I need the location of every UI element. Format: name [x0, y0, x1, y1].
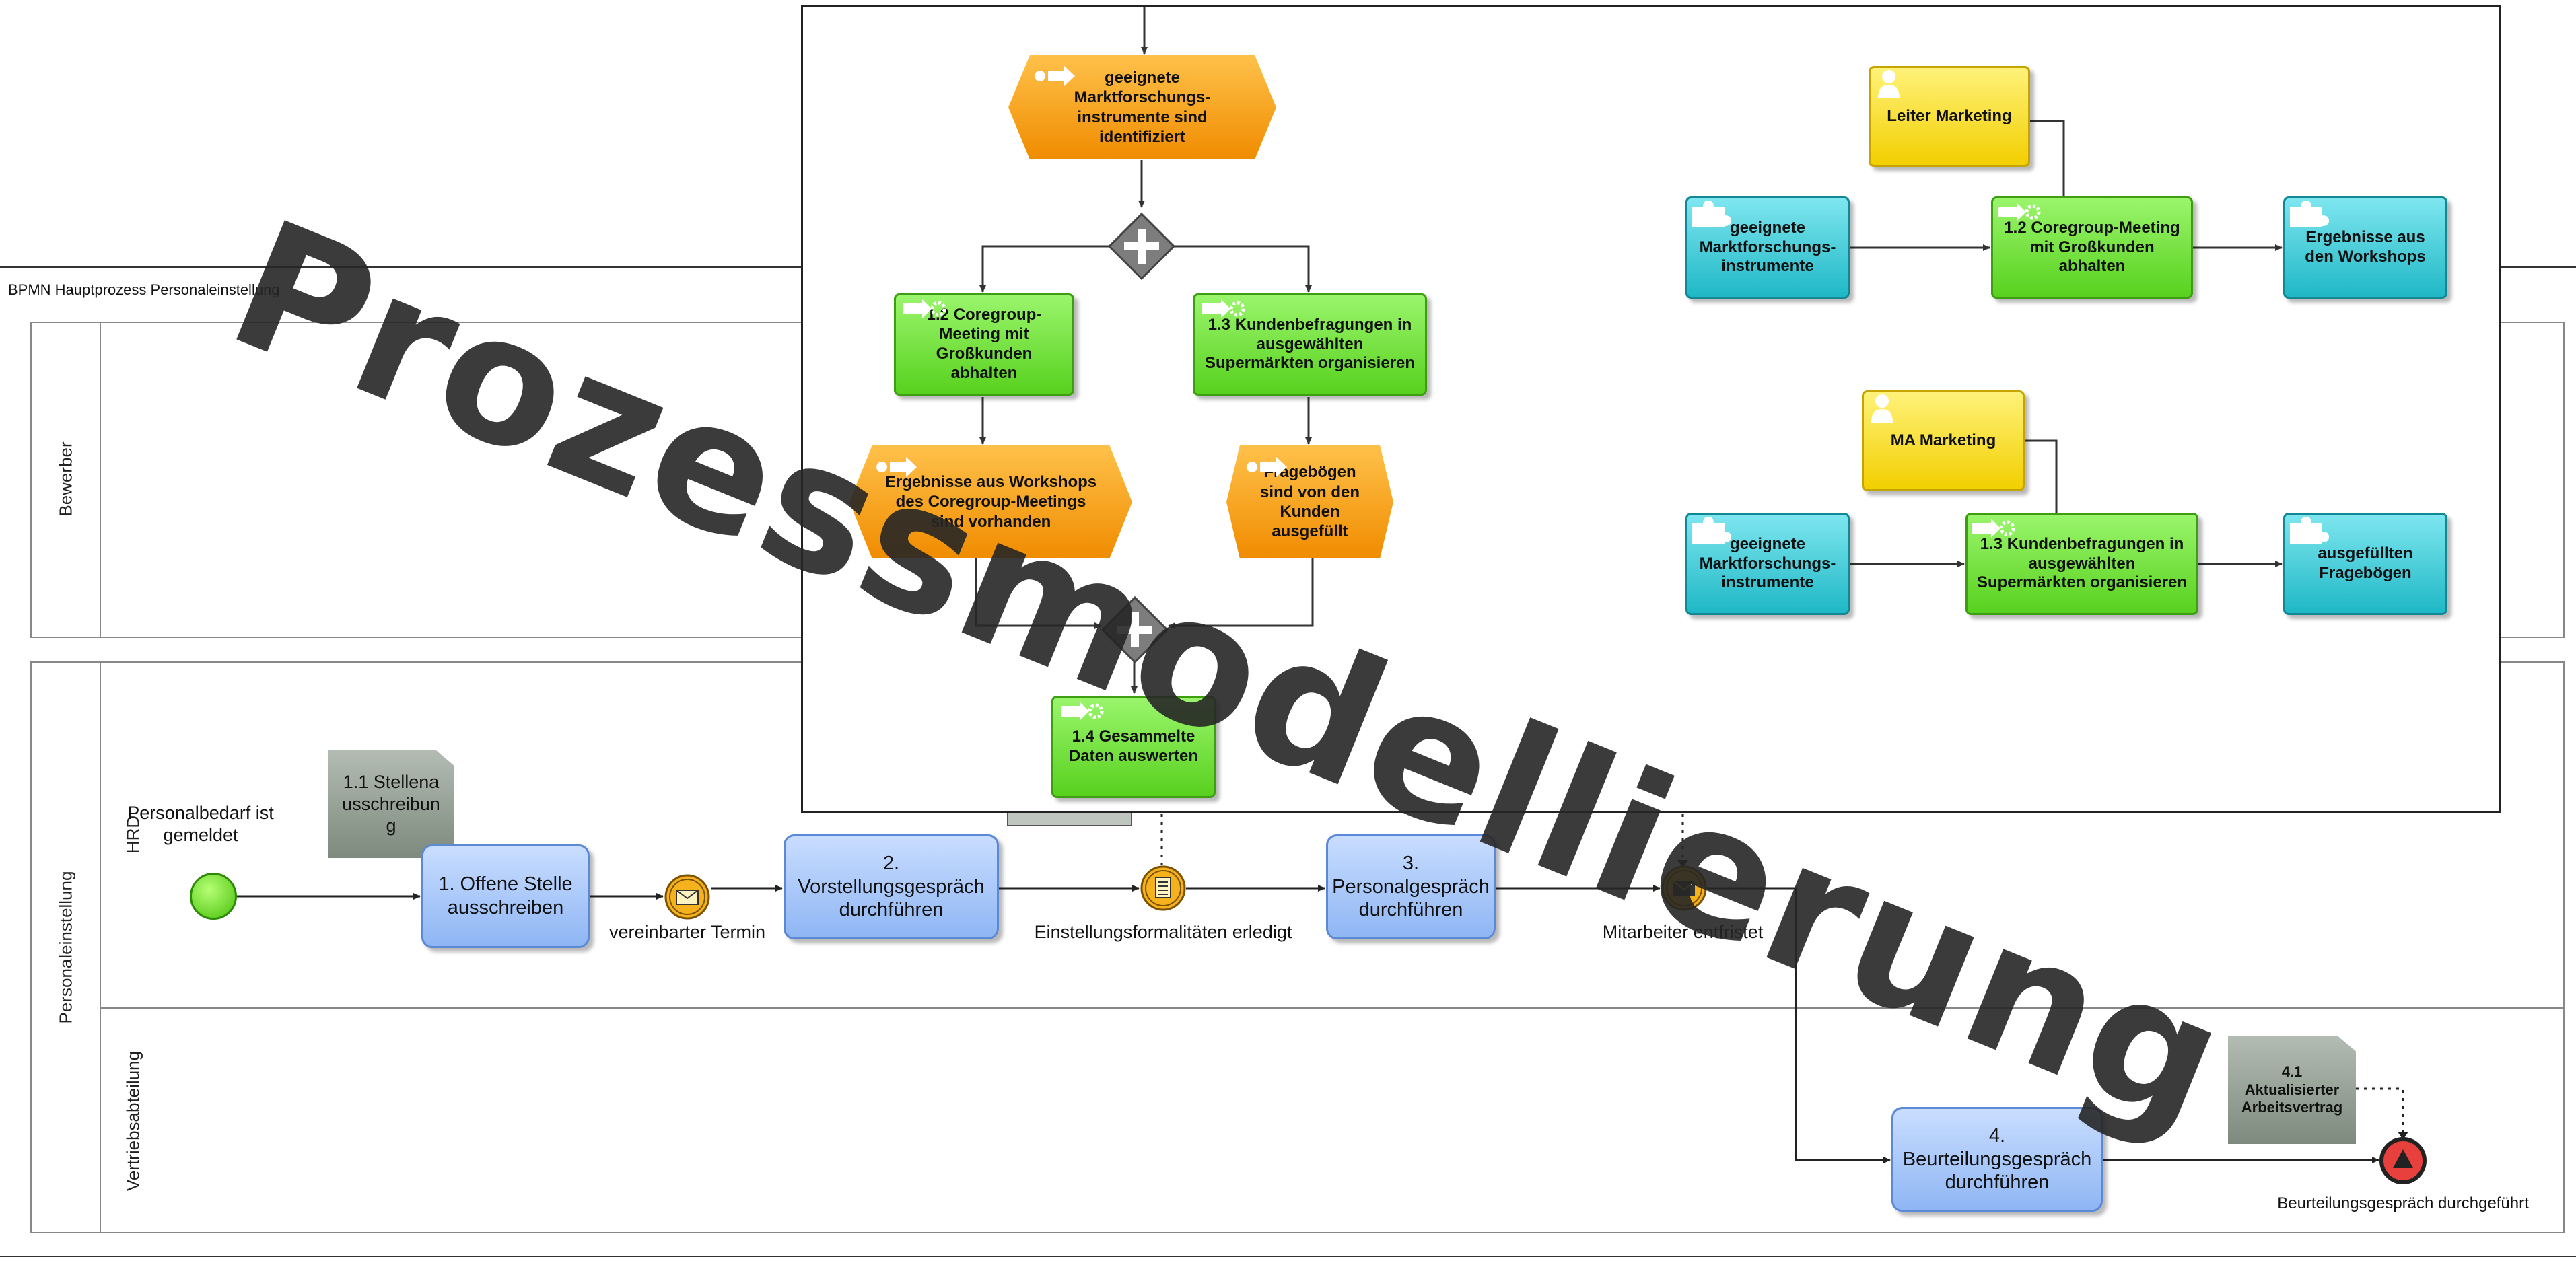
role-ma-marketing[interactable]: MA Marketing — [1862, 390, 2025, 491]
event-ergebnisse-workshops-label: Ergebnisse aus Workshops des Coregroup-M… — [884, 473, 1097, 531]
output-a-label: Ergebnisse aus den Workshops — [2305, 228, 2426, 266]
puzzle-icon-2 — [2290, 201, 2329, 227]
start-event[interactable] — [190, 873, 237, 920]
output-b-label: ausgefüllten Fragebögen — [2318, 544, 2413, 582]
envelope-icon-filled[interactable] — [1660, 864, 1708, 912]
person-icon — [1878, 70, 1900, 98]
output-ergebnisse-workshops[interactable]: Ergebnisse aus den Workshops — [2283, 196, 2447, 299]
input-marktforschungsinstrumente-a[interactable]: geeignete Marktforschungs-instrumente — [1685, 196, 1850, 299]
pool-bewerber-header-divider — [100, 322, 101, 638]
event-arrow-icon — [1035, 66, 1075, 86]
start-event-label: Personalbedarf ist gemeldet — [127, 803, 274, 845]
task-1-2-label: 1.2 Coregroup-Meeting mit Großkunden abh… — [926, 305, 1042, 382]
person-icon-2 — [1871, 394, 1893, 423]
task-1-3-label: 1.3 Kundenbefragungen in ausgewählten Su… — [1204, 315, 1416, 373]
event-mitarbeiter-entfristet-label: Mitarbeiter entfristet — [1602, 922, 1764, 942]
task-1-3b-label: 1.3 Kundenbefragungen in ausgewählten Su… — [1976, 534, 2188, 592]
task-1-2-coregroup-b[interactable]: 1.2 Coregroup-Meeting mit Großkunden abh… — [1991, 196, 2193, 299]
task-1-3-kundenbefragungen[interactable]: 1.3 Kundenbefragungen in ausgewählten Su… — [1193, 293, 1427, 396]
event-marktforschung-identifiziert[interactable]: geeignete Marktforschungs-instrumente si… — [1008, 55, 1276, 159]
input-a-label: geeignete Marktforschungs-instrumente — [1699, 218, 1836, 276]
gear-arrow-icon-2 — [1202, 299, 1245, 318]
event-arrow-icon-2 — [876, 457, 917, 477]
role-ma-marketing-label: MA Marketing — [1890, 431, 1996, 449]
event-einstellungsformalitaeten-label: Einstellungsformalitäten erledigt — [1034, 922, 1292, 942]
task-1-offene-stelle[interactable]: 1. Offene Stelle ausschreiben — [421, 844, 590, 948]
task-1-3-kundenbefragungen-b[interactable]: 1.3 Kundenbefragungen in ausgewählten Su… — [1965, 513, 2198, 615]
parallel-gateway-icon-2[interactable] — [1101, 596, 1169, 663]
task-4-label: 4. Beurteilungsgespräch durchführen — [1902, 1124, 2092, 1194]
document-1-1[interactable]: 1.1 Stellenausschreibung — [328, 750, 454, 858]
input-b-label: geeignete Marktforschungs-instrumente — [1699, 534, 1836, 592]
document-4-1[interactable]: 4.1 Aktualisierter Arbeitsvertrag — [2228, 1036, 2356, 1144]
document-icon[interactable] — [1139, 864, 1187, 912]
pool-title: BPMN Hauptprozess Personaleinstellung — [8, 281, 280, 298]
task-2-label: 2. Vorstellungsgespräch durchführen — [798, 852, 985, 921]
end-event-label: Beurteilungsgespräch durchgeführt — [2277, 1194, 2529, 1213]
document-4-1-label: 4.1 Aktualisierter Arbeitsvertrag — [2241, 1062, 2343, 1116]
parallel-gateway-icon[interactable] — [1108, 213, 1175, 280]
task-3-personalgespraech[interactable]: 3. Personalgespräch durchführen — [1326, 834, 1496, 939]
lane-divider — [100, 1007, 2565, 1009]
input-marktforschungsinstrumente-b[interactable]: geeignete Marktforschungs-instrumente — [1685, 513, 1850, 615]
partially-hidden-box — [1007, 813, 1132, 826]
event-marktforschung-identifiziert-label: geeignete Marktforschungs-instrumente si… — [1074, 68, 1211, 146]
puzzle-icon-3 — [1692, 517, 1731, 544]
role-leiter-marketing[interactable]: Leiter Marketing — [1869, 66, 2030, 167]
puzzle-icon — [1692, 201, 1731, 227]
role-leiter-marketing-label: Leiter Marketing — [1887, 106, 2012, 125]
gear-arrow-icon-4 — [1998, 203, 2041, 221]
task-1-2b-label: 1.2 Coregroup-Meeting mit Großkunden abh… — [2004, 218, 2180, 276]
gear-arrow-icon — [903, 299, 946, 318]
document-1-1-label: 1.1 Stellenausschreibung — [342, 771, 440, 836]
gear-arrow-icon-5 — [1972, 519, 2015, 538]
task-3-label: 3. Personalgespräch durchführen — [1332, 852, 1490, 921]
task-1-4-label: 1.4 Gesammelte Daten auswerten — [1068, 727, 1199, 765]
task-4-beurteilungsgespraech[interactable]: 4. Beurteilungsgespräch durchführen — [1891, 1107, 2103, 1212]
task-2-vorstellungsgespraech[interactable]: 2. Vorstellungsgespräch durchführen — [784, 834, 999, 939]
task-1-label: 1. Offene Stelle ausschreiben — [438, 873, 573, 918]
output-ausgefuellte-frageboegen[interactable]: ausgefüllten Fragebögen — [2283, 513, 2447, 615]
end-event-icon[interactable] — [2378, 1136, 2428, 1186]
envelope-icon[interactable] — [663, 873, 711, 921]
gear-arrow-icon-3 — [1061, 702, 1104, 721]
bottom-rule — [0, 1256, 2576, 1257]
pool-header-divider — [100, 661, 101, 1233]
event-arrow-icon-3 — [1247, 457, 1287, 477]
event-frageboegen-ausgefuellt-label: Fragebögen sind von den Kunden ausgefüll… — [1259, 463, 1360, 541]
event-vereinbarter-termin-label: vereinbarter Termin — [608, 922, 766, 942]
puzzle-icon-4 — [2290, 517, 2329, 544]
